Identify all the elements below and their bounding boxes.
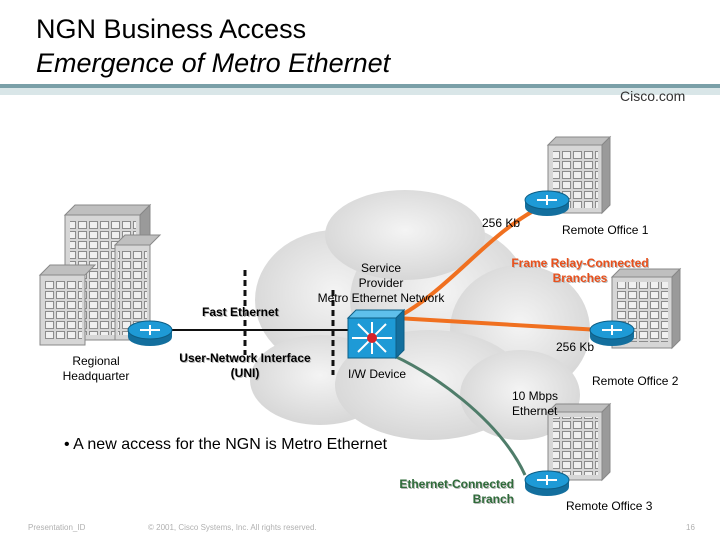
remote-office-2-router-icon [589,320,635,346]
header-band-light [0,88,720,95]
slide-title: NGN Business Access [36,14,307,44]
footer-copyright: © 2001, Cisco Systems, Inc. All rights r… [148,523,317,532]
header-band [0,84,720,88]
frame-relay-link-office-2 [395,316,601,332]
uni-label: User-Network Interface (UNI) [179,351,311,380]
remote-office-2-label: Remote Office 2 [592,374,679,388]
remote-office-3-label: Remote Office 3 [566,499,653,513]
service-provider-label: Service Provider Metro Ethernet Network [317,261,445,305]
bullet-point: • A new access for the NGN is Metro Ethe… [64,436,388,453]
frame-relay-link-office-1 [395,203,546,320]
footer-page-number: 16 [686,523,695,532]
remote-office-3-router-icon [524,470,570,496]
fast-ethernet-label: Fast Ethernet [202,305,279,319]
remote-office-1-label: Remote Office 1 [562,223,649,237]
iw-device-label: I/W Device [348,367,407,381]
frame-relay-branches-label: Frame Relay-Connected Branches [511,256,649,285]
cisco-brand-label: Cisco.com [620,88,686,104]
ethernet-link-office-3 [384,350,527,476]
link-speed-10mbps-label: 10 Mbps Ethernet [512,389,559,418]
iw-device-switch-icon [346,308,406,360]
footer-presentation-id: Presentation_ID [28,523,86,532]
ethernet-branch-label: Ethernet-Connected Branch [399,477,514,506]
regional-hq-building [38,203,162,346]
remote-office-1-router-icon [524,190,570,216]
link-speed-256kb-top: 256 Kb [482,216,521,230]
remote-office-2-building [610,267,682,350]
hq-router-icon [127,320,173,346]
remote-office-3-building [546,402,612,482]
slide-subtitle: Emergence of Metro Ethernet [36,48,391,78]
regional-headquarter-label: Regional Headquarter [62,354,130,383]
link-speed-256kb-mid: 256 Kb [556,340,595,354]
